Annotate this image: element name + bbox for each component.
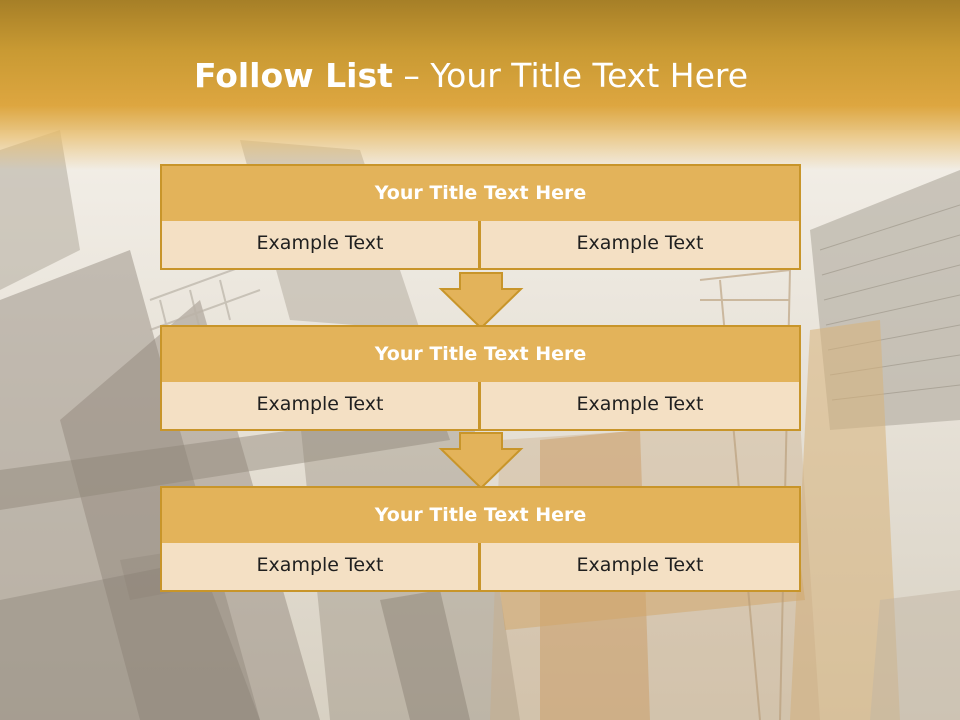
slide-title-rest: – Your Title Text Here (392, 56, 749, 95)
step-cell-right: Example Text (479, 382, 801, 431)
step-box-1: Your Title Text Here Example Text Exampl… (160, 164, 801, 270)
step-cell-right: Example Text (479, 221, 801, 270)
step-box-3: Your Title Text Here Example Text Exampl… (160, 486, 801, 592)
step-cell-right: Example Text (479, 543, 801, 592)
step-title: Your Title Text Here (160, 325, 801, 384)
down-arrow-icon (438, 432, 524, 490)
step-title: Your Title Text Here (160, 486, 801, 545)
step-title: Your Title Text Here (160, 164, 801, 223)
down-arrow-icon (438, 272, 524, 330)
slide-title-bold: Follow List (193, 56, 393, 95)
step-box-2: Your Title Text Here Example Text Exampl… (160, 325, 801, 431)
slide-title: Follow List – Your Title Text Here (0, 52, 942, 100)
header-band (0, 0, 960, 170)
step-cell-left: Example Text (160, 382, 480, 431)
step-cell-left: Example Text (160, 543, 480, 592)
step-cell-left: Example Text (160, 221, 480, 270)
